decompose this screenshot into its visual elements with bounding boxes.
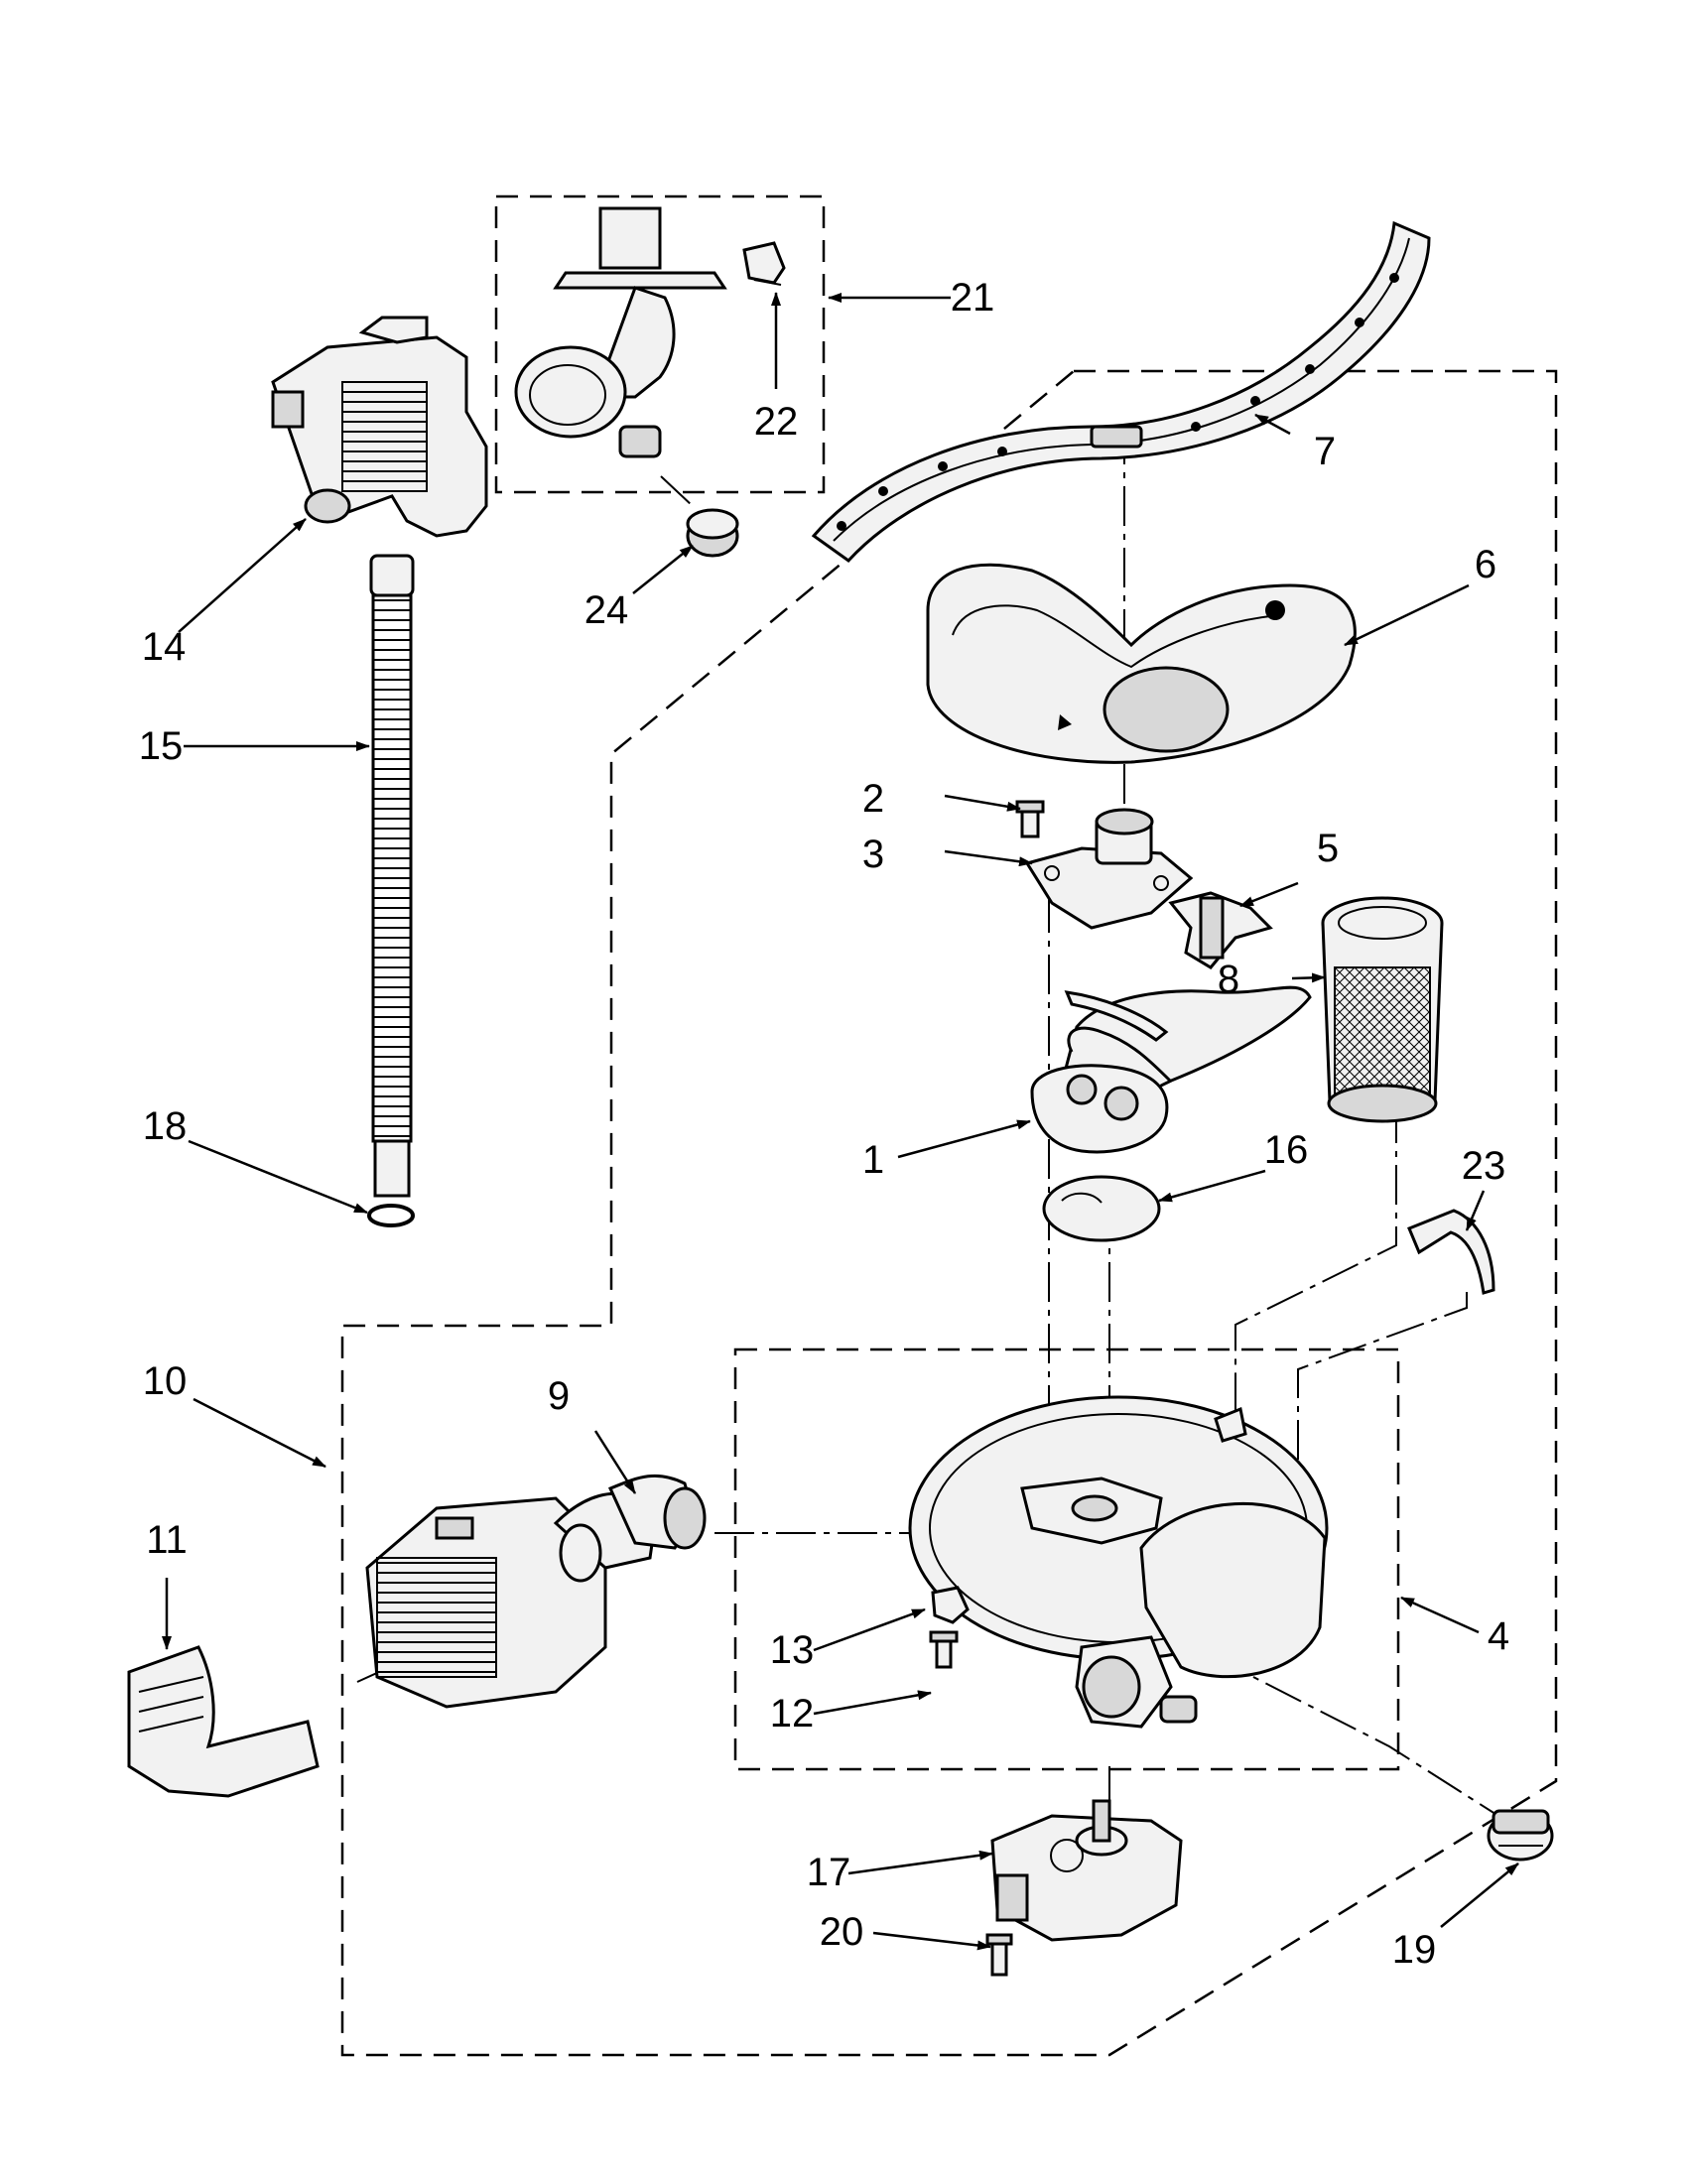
drain-pump-14	[271, 316, 488, 538]
group-boxes	[340, 194, 1558, 2057]
check-disk-16	[1042, 1175, 1161, 1242]
callout-6: 6	[1475, 543, 1496, 586]
callout-14: 14	[142, 625, 187, 669]
hose-clamp-18	[367, 1204, 415, 1227]
callout-19: 19	[1392, 1928, 1437, 1972]
callout-5: 5	[1317, 827, 1339, 870]
callout-7: 7	[1314, 430, 1336, 473]
drain-hose-15	[369, 554, 415, 1198]
callout-17: 17	[807, 1851, 851, 1894]
callout-24: 24	[584, 588, 629, 632]
fine-filter-8	[1321, 896, 1444, 1123]
screw-12	[929, 1630, 959, 1669]
clip-23	[1407, 1209, 1495, 1295]
callout-12: 12	[770, 1692, 815, 1735]
sump-assembly-4	[908, 1395, 1329, 1729]
callout-13: 13	[770, 1628, 815, 1672]
pressure-switch-19	[1487, 1809, 1554, 1862]
manifold-3	[1024, 808, 1194, 930]
callout-10: 10	[143, 1359, 188, 1403]
callout-9: 9	[548, 1374, 570, 1418]
pump-assembly-outline	[340, 369, 1558, 2057]
bracket-13	[931, 1586, 970, 1624]
callout-1: 1	[862, 1138, 884, 1182]
callout-labels: 1 2 3 4 5 6 7 8 9 10 11 12 13 14 15 16 1…	[139, 276, 1509, 1972]
callout-23: 23	[1462, 1144, 1506, 1188]
leader-lines	[162, 292, 1519, 1951]
filter-housing-1	[1030, 985, 1312, 1154]
pump-cover-11	[127, 1645, 320, 1798]
clip-22	[742, 241, 786, 285]
callout-18: 18	[143, 1104, 188, 1148]
callout-2: 2	[862, 777, 884, 821]
diverter-motor-17	[990, 1799, 1183, 1942]
callout-21: 21	[951, 276, 995, 320]
circulation-pump-9	[365, 1474, 707, 1709]
callout-20: 20	[820, 1910, 864, 1954]
inlet-assembly-21	[514, 206, 727, 458]
diverter-5	[1168, 891, 1273, 969]
screw-2	[1015, 800, 1045, 838]
screw-20	[985, 1933, 1013, 1977]
callout-8: 8	[1218, 958, 1239, 1001]
callout-16: 16	[1264, 1128, 1309, 1172]
filter-cover	[926, 563, 1357, 764]
inlet-assembly-box	[494, 194, 826, 494]
spray-arm-holes	[837, 273, 1399, 531]
filter-cover-vent	[1265, 600, 1285, 620]
callout-3: 3	[862, 833, 884, 876]
callout-22: 22	[754, 400, 799, 444]
callout-15: 15	[139, 724, 184, 768]
cap-24	[686, 508, 739, 558]
callout-4: 4	[1488, 1614, 1509, 1658]
callout-11: 11	[146, 1518, 188, 1562]
lower-spray-arm	[811, 220, 1431, 563]
